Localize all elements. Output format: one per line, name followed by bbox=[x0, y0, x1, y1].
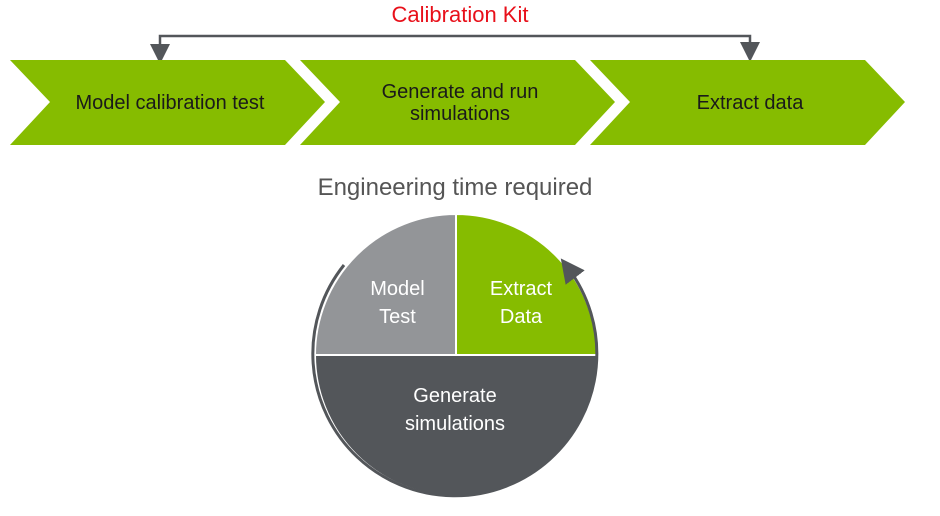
slice-label-model-test: Model Test bbox=[370, 278, 425, 328]
step-chevron-1[interactable] bbox=[10, 60, 325, 145]
calibration-kit-label: Calibration Kit bbox=[391, 2, 529, 27]
step-label-1: Model calibration test bbox=[75, 91, 265, 114]
slice-label-generate-simulations: Generate simulations bbox=[404, 385, 506, 435]
chart-title: Engineering time required bbox=[317, 174, 593, 201]
cycle-arrow bbox=[311, 258, 599, 498]
step-chevron-3[interactable] bbox=[590, 60, 905, 145]
step-chevron-2[interactable] bbox=[300, 60, 615, 145]
step-label-3: Extract data bbox=[696, 91, 804, 114]
calibration-kit-bracket bbox=[158, 34, 760, 62]
slice-label-extract-data: Extract Data bbox=[489, 278, 553, 328]
pie-slice-model-test bbox=[313, 212, 457, 356]
step-label-2: Generate and run simulations bbox=[381, 80, 539, 125]
